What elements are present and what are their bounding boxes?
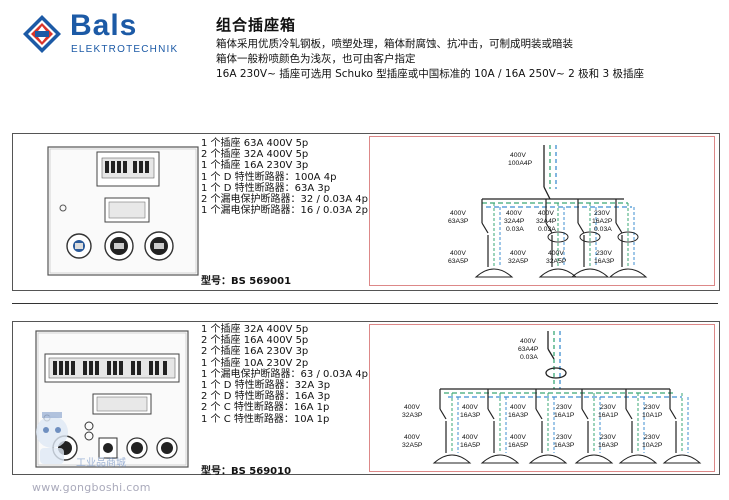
svg-text:400V: 400V: [404, 404, 420, 411]
description-line-1: 箱体采用优质冷轧钢板，喷塑处理，箱体耐腐蚀、抗冲击，可制成明装或暗装: [216, 38, 573, 50]
mascot-watermark-icon: [36, 412, 68, 464]
svg-text:230V: 230V: [644, 434, 660, 441]
svg-text:32A4P: 32A4P: [536, 218, 557, 225]
model-label: 型号：: [201, 276, 231, 287]
branch-group-1: [474, 199, 648, 278]
list-item: 1 个 C 特性断路器：10A 1p: [201, 413, 330, 425]
svg-text:230V: 230V: [600, 404, 616, 411]
list-item: 2 个插座 16A 400V 5p: [201, 335, 309, 347]
svg-text:400V: 400V: [506, 210, 522, 217]
svg-text:400V: 400V: [462, 404, 478, 411]
svg-text:230V: 230V: [556, 404, 572, 411]
brand-subtitle: ELEKTROTECHNIK: [71, 44, 179, 55]
svg-text:32A5P: 32A5P: [546, 258, 567, 265]
list-item: 2 个 D 特性断路器：16A 3p: [201, 391, 331, 403]
socket-box-illustration-1: [47, 146, 199, 276]
list-item: 1 个插座 63A 400V 5p: [201, 138, 309, 149]
svg-text:32A3P: 32A3P: [402, 412, 423, 419]
wiring-diagram-1: 400V 100A4P 4: [369, 136, 715, 286]
svg-text:16A1P: 16A1P: [598, 412, 619, 419]
svg-text:16A5P: 16A5P: [460, 442, 481, 449]
svg-text:63A5P: 63A5P: [448, 258, 469, 265]
list-item: 2 个插座 32A 400V 5p: [201, 149, 309, 161]
svg-text:230V: 230V: [556, 434, 572, 441]
svg-text:400V: 400V: [520, 338, 536, 345]
svg-text:0.03A: 0.03A: [538, 226, 556, 233]
svg-text:400V: 400V: [510, 250, 526, 257]
svg-text:16A1P: 16A1P: [554, 412, 575, 419]
brand-name: Bals: [70, 9, 138, 42]
list-item: 1 个 D 特性断路器：100A 4p: [201, 171, 337, 183]
model-code: BS 569010: [231, 466, 292, 477]
description-line-2: 箱体一般粉喷颜色为浅灰，也可由客户指定: [216, 53, 416, 65]
svg-text:63A4P: 63A4P: [518, 346, 539, 353]
svg-text:32A5P: 32A5P: [402, 442, 423, 449]
list-item: 1 个插座 10A 230V 2p: [201, 357, 309, 369]
svg-text:0.03A: 0.03A: [594, 226, 612, 233]
svg-text:0.03A: 0.03A: [520, 354, 538, 361]
svg-text:400V: 400V: [450, 210, 466, 217]
svg-text:16A2P: 16A2P: [592, 218, 613, 225]
svg-text:16A3P: 16A3P: [598, 442, 619, 449]
model-label: 型号：: [201, 466, 231, 477]
list-item: 1 个漏电保护断路器：16 / 0.03A 2p: [201, 205, 368, 217]
component-list-2: 1 个插座 32A 400V 5p 2 个插座 16A 400V 5p 2 个插…: [201, 324, 368, 425]
branch-group-2: [432, 389, 702, 464]
page-title: 组合插座箱: [216, 16, 297, 34]
model-number-2: 型号：BS 569010: [201, 462, 291, 477]
list-item: 2 个漏电保护断路器：32 / 0.03A 4p: [201, 193, 368, 205]
svg-text:400V: 400V: [510, 404, 526, 411]
list-item: 1 个插座 32A 400V 5p: [201, 324, 309, 335]
svg-text:16A3P: 16A3P: [460, 412, 481, 419]
svg-text:10A2P: 10A2P: [642, 442, 663, 449]
section-divider: [12, 303, 718, 304]
watermark-text: 工业品商城: [76, 458, 126, 469]
description-line-3: 16A 230V~ 插座可选用 Schuko 型插座或中国标准的 10A / 1…: [216, 68, 645, 80]
bals-logo-icon: [23, 15, 61, 53]
svg-text:16A5P: 16A5P: [508, 442, 529, 449]
list-item: 1 个漏电保护断路器：63 / 0.03A 4p: [201, 368, 368, 380]
svg-text:16A3P: 16A3P: [554, 442, 575, 449]
wiring-diagram-2: 400V 63A4P 0.03A: [369, 324, 715, 472]
svg-text:0.03A: 0.03A: [506, 226, 524, 233]
svg-text:230V: 230V: [600, 434, 616, 441]
svg-text:16A3P: 16A3P: [508, 412, 529, 419]
list-item: 2 个 C 特性断路器：16A 1p: [201, 402, 330, 414]
svg-text:32A5P: 32A5P: [508, 258, 529, 265]
svg-text:400V: 400V: [510, 152, 526, 159]
svg-text:32A4P: 32A4P: [504, 218, 525, 225]
svg-text:230V: 230V: [594, 210, 610, 217]
model-number-1: 型号：BS 569001: [201, 272, 291, 287]
product-panel-1: 1 个插座 63A 400V 5p 2 个插座 32A 400V 5p 1 个插…: [12, 133, 720, 291]
svg-text:10A1P: 10A1P: [642, 412, 663, 419]
svg-text:400V: 400V: [510, 434, 526, 441]
list-item: 2 个插座 16A 230V 3p: [201, 346, 309, 358]
component-list-1: 1 个插座 63A 400V 5p 2 个插座 32A 400V 5p 1 个插…: [201, 138, 368, 216]
list-item: 1 个插座 16A 230V 3p: [201, 160, 309, 172]
list-item: 1 个 D 特性断路器：63A 3p: [201, 182, 331, 194]
model-code: BS 569001: [231, 276, 292, 287]
svg-text:400V: 400V: [538, 210, 554, 217]
svg-text:400V: 400V: [548, 250, 564, 257]
svg-text:400V: 400V: [450, 250, 466, 257]
list-item: 1 个 D 特性断路器：32A 3p: [201, 379, 331, 391]
svg-text:63A3P: 63A3P: [448, 218, 469, 225]
svg-text:230V: 230V: [596, 250, 612, 257]
product-panel-2: 1 个插座 32A 400V 5p 2 个插座 16A 400V 5p 2 个插…: [12, 321, 720, 477]
svg-text:16A3P: 16A3P: [594, 258, 615, 265]
svg-text:100A4P: 100A4P: [508, 160, 533, 167]
svg-text:230V: 230V: [644, 404, 660, 411]
svg-text:400V: 400V: [404, 434, 420, 441]
watermark-site: www.gongboshi.com: [32, 481, 151, 494]
svg-text:400V: 400V: [462, 434, 478, 441]
